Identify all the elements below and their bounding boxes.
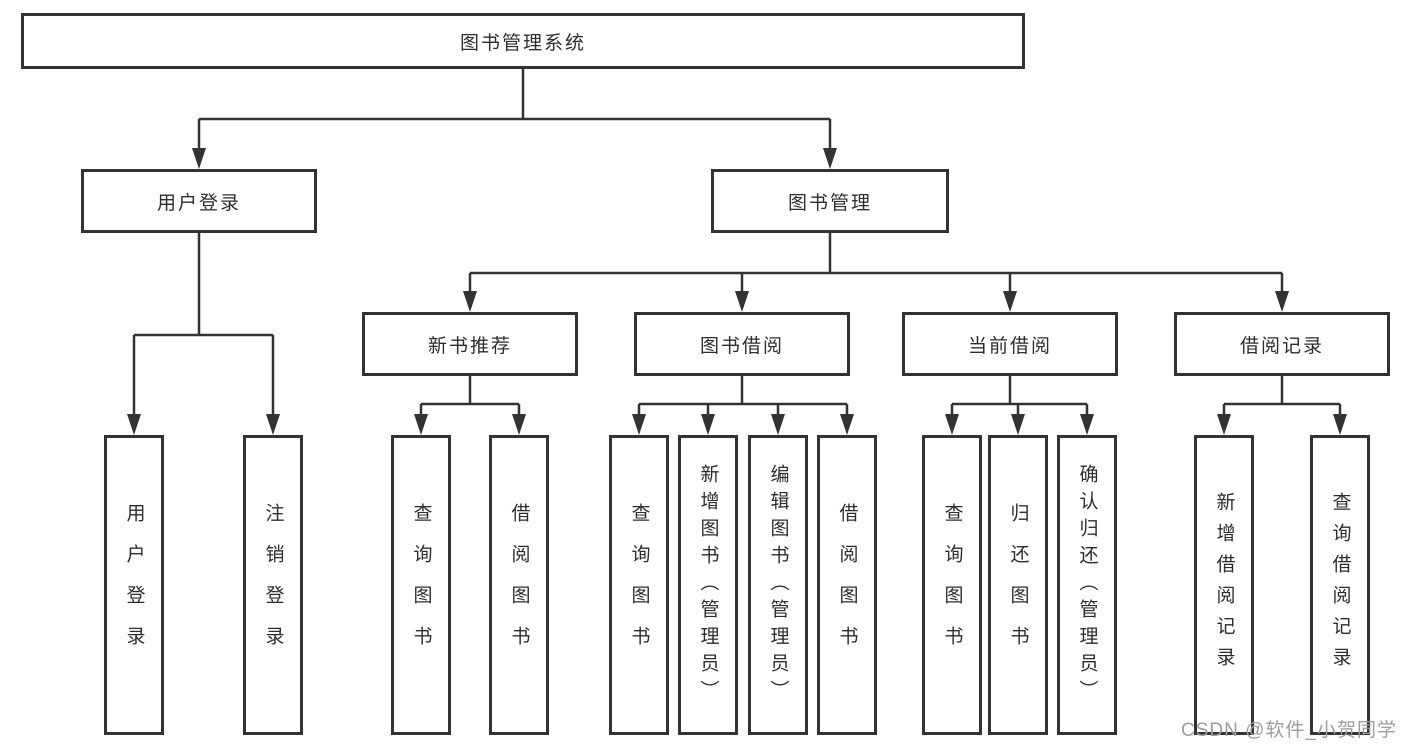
node-current-borrow: 当前借阅 <box>902 312 1118 376</box>
leaf-logout-login: 注销登录 <box>243 435 303 735</box>
leaf-add-book-admin: 新增图书（管理员） <box>678 435 738 735</box>
leaf-edit-book-admin: 编辑图书（管理员） <box>748 435 808 735</box>
leaf-add-borrow-record: 新增借阅记录 <box>1194 435 1254 735</box>
leaf-search-books-current: 查询图书 <box>922 435 982 735</box>
leaf-borrow-books-recommend: 借阅图书 <box>489 435 549 735</box>
node-user-login: 用户登录 <box>81 169 317 233</box>
arrowheads <box>127 148 1347 435</box>
leaf-return-books: 归还图书 <box>988 435 1048 735</box>
leaf-user-login: 用户登录 <box>104 435 164 735</box>
node-library-management-system: 图书管理系统 <box>21 13 1025 69</box>
node-book-management: 图书管理 <box>711 169 949 233</box>
leaf-search-books-borrow: 查询图书 <box>609 435 669 735</box>
leaf-search-borrow-record: 查询借阅记录 <box>1310 435 1370 735</box>
node-borrow-records: 借阅记录 <box>1174 312 1390 376</box>
leaf-search-books-recommend: 查询图书 <box>391 435 451 735</box>
node-book-borrow: 图书借阅 <box>634 312 850 376</box>
leaf-confirm-return-admin: 确认归还（管理员） <box>1057 435 1117 735</box>
watermark: CSDN @软件_小贺同学 <box>1181 720 1397 741</box>
leaf-borrow-books-borrow: 借阅图书 <box>817 435 877 735</box>
node-new-book-recommend: 新书推荐 <box>362 312 578 376</box>
